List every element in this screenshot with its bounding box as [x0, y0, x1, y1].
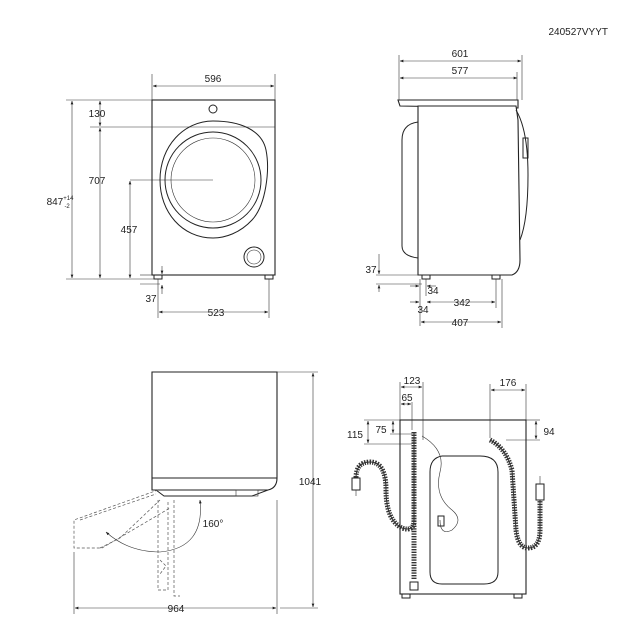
foot-offset-b-label: 34: [417, 305, 429, 316]
side-door-hinge: [522, 137, 529, 159]
door-outer: [159, 120, 268, 239]
top-view-cabinet: [151, 371, 278, 491]
top-view-handle: [235, 489, 259, 497]
swung-door-4: [157, 500, 169, 591]
top-offset-label: 130: [89, 109, 106, 120]
side-door-bulge: [515, 109, 529, 241]
inlet-hose-base: [409, 581, 419, 591]
rear-foot-left: [401, 593, 411, 599]
front-view: 596 847+14-2 130 707 457 37 523: [47, 74, 276, 319]
filter-cap: [243, 246, 265, 268]
swung-door-2: [79, 493, 157, 521]
swung-door-6: [159, 559, 167, 575]
front-foot-right: [264, 274, 274, 280]
filter-cap-inner: [246, 249, 262, 265]
door-open-view: 160° 1041 964: [73, 371, 322, 615]
model-code: 240527VYYT: [549, 27, 609, 38]
front-cabinet: [151, 99, 276, 276]
power-cable: [421, 435, 459, 532]
inlet-connector: [351, 477, 361, 491]
inlet-x-inner-label: 65: [401, 393, 413, 404]
foot-spacing-label: 342: [454, 298, 471, 309]
foot-offset-a-label: 34: [427, 286, 439, 297]
drain-hook: [535, 483, 545, 501]
angle-arc: [105, 499, 202, 553]
front-width-label: 596: [205, 74, 222, 85]
rear-view: 123 65 115 75 176 94: [347, 376, 555, 599]
foot-depth-label: 407: [452, 318, 469, 329]
door-center-height-label: 457: [121, 225, 138, 236]
total-depth-label: 601: [452, 49, 469, 60]
program-knob: [208, 104, 218, 114]
inlet-y-inner-label: 75: [375, 425, 387, 436]
inlet-x-label: 123: [404, 376, 421, 387]
foot-span-label: 523: [208, 308, 225, 319]
side-cabinet: [417, 105, 521, 276]
drain-x-label: 176: [500, 378, 517, 389]
power-plug: [437, 515, 445, 527]
opening-angle-label: 160°: [203, 519, 224, 530]
inlet-y-label: 115: [347, 430, 363, 441]
body-depth-label: 577: [452, 66, 469, 77]
front-foot-left: [153, 274, 163, 280]
swung-door-1: [73, 489, 171, 549]
rear-panel: [429, 455, 499, 585]
side-foot-height-label: 37: [365, 265, 377, 276]
drain-y-label: 94: [543, 427, 555, 438]
depth-open-label: 964: [168, 604, 185, 615]
side-rear-bulge: [401, 121, 419, 259]
total-height-label: 847+14-2: [47, 196, 75, 210]
rear-cabinet: [399, 419, 527, 595]
swung-door-3: [99, 499, 161, 549]
side-foot-front: [491, 274, 501, 280]
top-view-base: [155, 489, 269, 497]
front-foot-height-label: 37: [145, 294, 157, 305]
door-height-1041-label: 1041: [299, 477, 322, 488]
door-height-label: 707: [89, 176, 106, 187]
rear-foot-right: [513, 593, 523, 599]
side-view: 601 577 37 34 342 34 407: [365, 49, 529, 329]
side-foot-rear: [421, 274, 431, 280]
